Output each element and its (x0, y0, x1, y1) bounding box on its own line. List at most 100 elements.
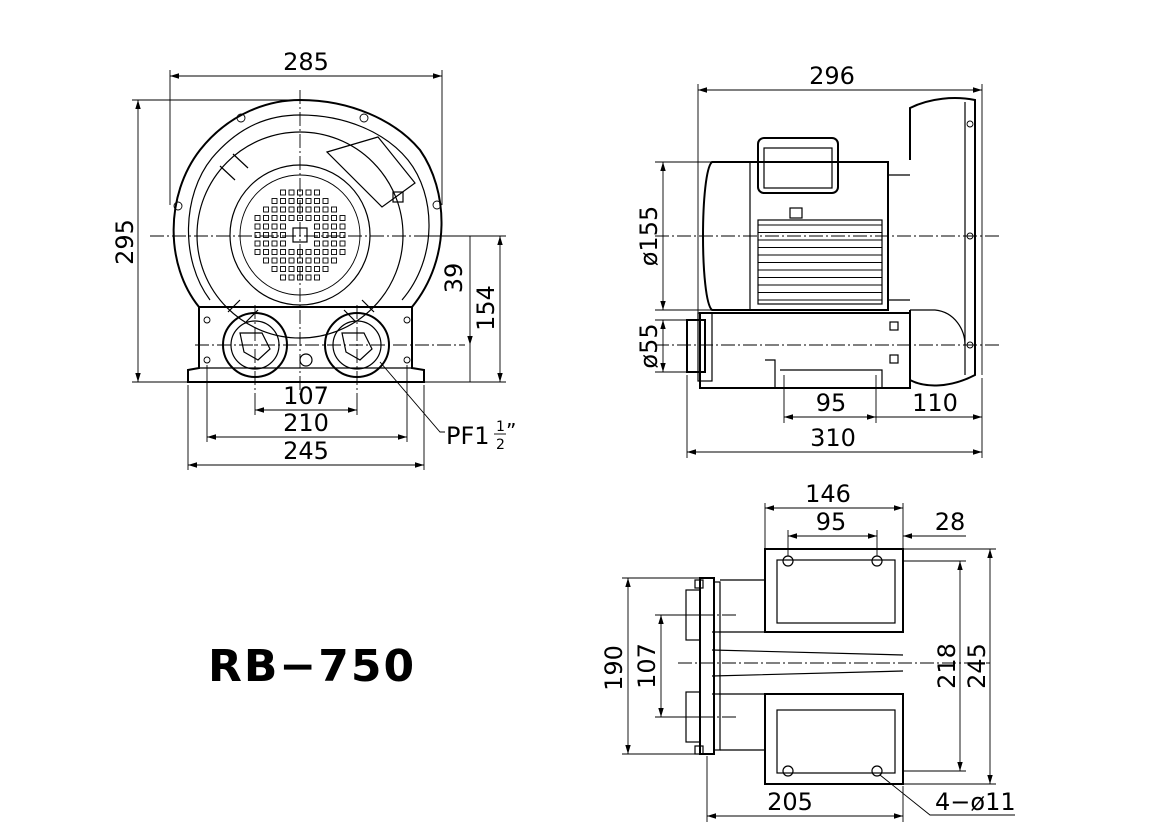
grille-slot (254, 223, 261, 230)
grille-slot (271, 215, 278, 221)
dim-296: 296 (809, 62, 855, 90)
grille-slot (322, 198, 329, 204)
grille-slot (314, 215, 320, 221)
grille-slot (288, 189, 295, 196)
grille-slot (322, 257, 329, 264)
grille-slot (339, 240, 346, 247)
grille-slot (263, 223, 269, 230)
grille-slot (288, 206, 295, 213)
dim-218: 218 (933, 643, 961, 689)
dim-245-bottom: 245 (963, 643, 991, 689)
grille-slot (288, 198, 295, 204)
fin-block (757, 219, 883, 305)
grille-slot (271, 232, 278, 238)
bottom-flange (699, 577, 715, 755)
dim-310: 310 (810, 424, 856, 452)
grille-slot (280, 240, 286, 247)
motor-terminal-box (757, 137, 839, 194)
grille-slot (280, 198, 286, 204)
dim-210: 210 (283, 409, 329, 437)
grille-slot (297, 215, 303, 221)
terminal-box (325, 136, 416, 208)
grille-slot (314, 206, 320, 213)
grille-slot (288, 266, 295, 272)
dim-190: 190 (600, 645, 628, 691)
grille-slot (280, 257, 286, 264)
dim-39: 39 (440, 263, 468, 294)
grille-slot (339, 215, 346, 221)
grille-slot (331, 206, 337, 213)
grille-slot (314, 240, 320, 247)
grille-slot (322, 215, 329, 221)
mount-hole (782, 555, 794, 567)
dim-110: 110 (912, 389, 958, 417)
grille-slot (314, 249, 320, 255)
grille-slot (322, 206, 329, 213)
dim-dia55: ø55 (635, 323, 663, 368)
grille-slot (280, 274, 286, 281)
dim-95-side: 95 (816, 389, 847, 417)
grille-slot (297, 249, 303, 255)
grille-slot (305, 266, 312, 272)
grille-slot (331, 240, 337, 247)
mount-hole (782, 765, 794, 777)
grille-slot (263, 257, 269, 264)
grille-slot (297, 266, 303, 272)
grille-slot (339, 249, 346, 255)
grille-slot (314, 257, 320, 264)
outlet-port (324, 312, 390, 378)
grille-slot (322, 240, 329, 247)
grille-slot (280, 223, 286, 230)
grille-slot (288, 249, 295, 255)
grille-slot (339, 232, 346, 238)
mount-hole (871, 765, 883, 777)
grille-slot (263, 232, 269, 238)
grille-slot (263, 215, 269, 221)
grille-slot (254, 240, 261, 247)
dim-146: 146 (805, 480, 851, 508)
dim-285: 285 (283, 48, 329, 76)
grille-slot (314, 189, 320, 196)
cooling-fins (757, 219, 883, 305)
grille-slot (322, 223, 329, 230)
grille-slot (314, 198, 320, 204)
grille-slot (280, 232, 286, 238)
grille-slot (314, 223, 320, 230)
grille-slot (271, 249, 278, 255)
grille-slot (331, 257, 337, 264)
grille-slot (280, 215, 286, 221)
dim-107: 107 (283, 382, 329, 410)
dim-107-bottom: 107 (633, 643, 661, 689)
port-fraction-num: 1 (496, 419, 505, 435)
grille-slot (331, 249, 337, 255)
grille-slot (280, 266, 286, 272)
grille-slot (254, 215, 261, 221)
grille-slot (322, 266, 329, 272)
dim-95-bottom: 95 (816, 508, 847, 536)
grille-slot (339, 223, 346, 230)
dim-dia155: ø155 (635, 206, 663, 267)
side-view: 296 ø155 ø55 95 110 310 (635, 62, 1000, 458)
grille-slot (254, 232, 261, 238)
holes-label: 4−ø11 (935, 788, 1016, 816)
blower-housing (172, 98, 443, 308)
grille-slot (271, 240, 278, 247)
grille-slot (297, 189, 303, 196)
grille-slot (331, 232, 337, 238)
grille-slot (288, 274, 295, 281)
bottom-view: 146 95 28 190 107 218 245 205 4−ø11 (600, 480, 1016, 822)
grille-slot (305, 274, 312, 281)
port-fraction-den: 2 (496, 437, 505, 453)
grille-slot (263, 240, 269, 247)
grille-slot (322, 232, 329, 238)
grille-slot (297, 274, 303, 281)
grille-slot (254, 249, 261, 255)
model-name: RB−750 (208, 641, 416, 692)
grille-slot (331, 223, 337, 230)
grille-slot (280, 189, 286, 196)
port-thread-label: PF1 (446, 422, 490, 450)
grille-slot (314, 266, 320, 272)
bottom-base-plate (764, 548, 904, 633)
grille-slot (297, 198, 303, 204)
grille-slot (263, 206, 269, 213)
